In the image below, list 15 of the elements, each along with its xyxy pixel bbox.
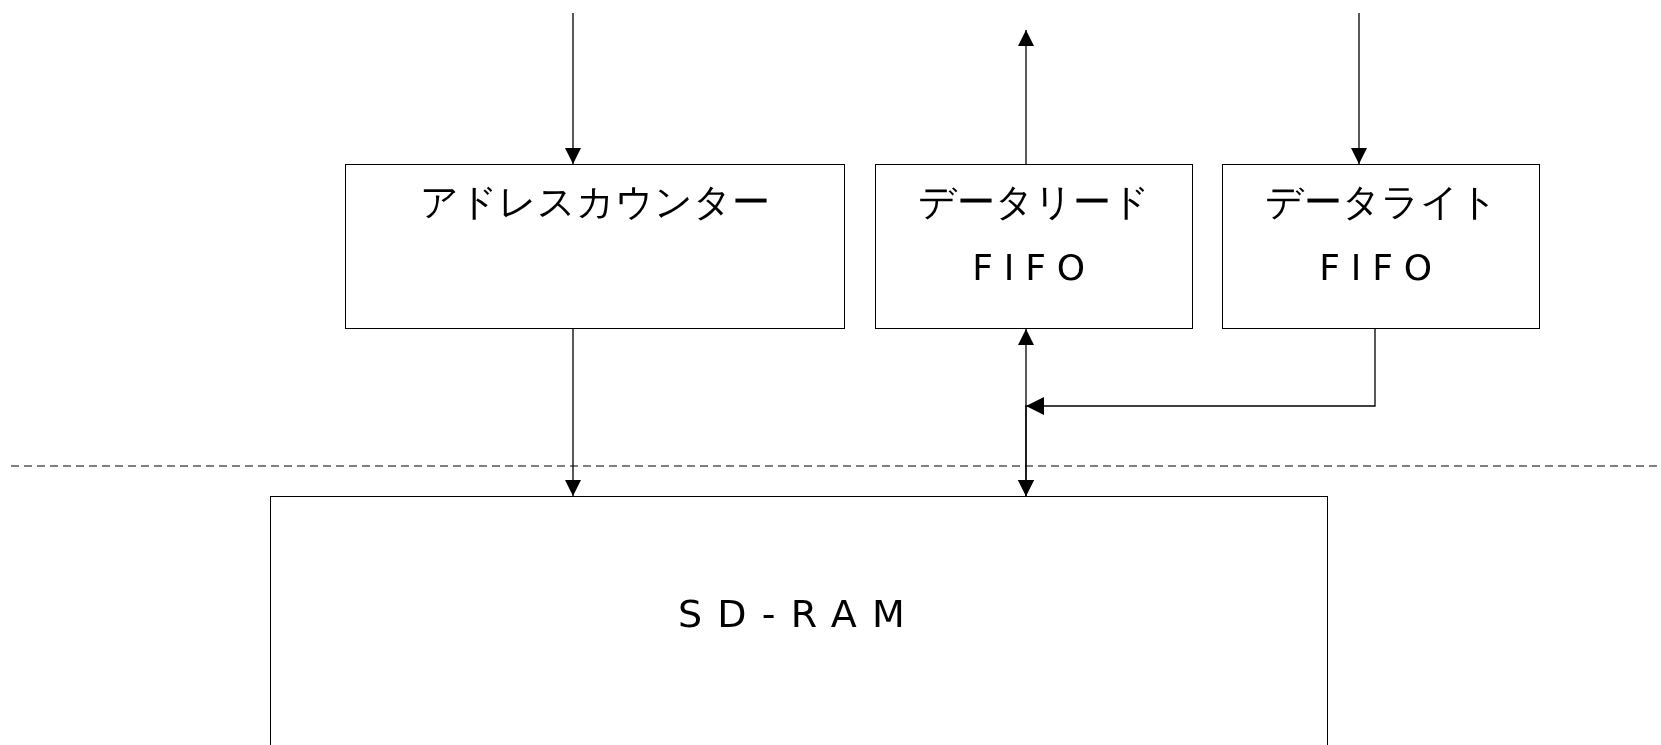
block-label: データリード bbox=[918, 179, 1150, 226]
block-box bbox=[345, 164, 845, 329]
block-box bbox=[270, 496, 1328, 745]
block-label: アドレスカウンター bbox=[420, 179, 770, 226]
arrow bbox=[1018, 29, 1034, 165]
arrow bbox=[1018, 328, 1376, 497]
block-box bbox=[1222, 164, 1540, 329]
block-label: FIFO bbox=[1319, 245, 1443, 290]
arrow bbox=[1351, 12, 1367, 165]
block-box bbox=[875, 164, 1193, 329]
block-label: FIFO bbox=[972, 245, 1096, 290]
block-label: SD-RAM bbox=[678, 595, 920, 633]
block-label: データライト bbox=[1264, 179, 1498, 226]
arrow bbox=[565, 328, 581, 497]
arrow bbox=[565, 12, 581, 165]
